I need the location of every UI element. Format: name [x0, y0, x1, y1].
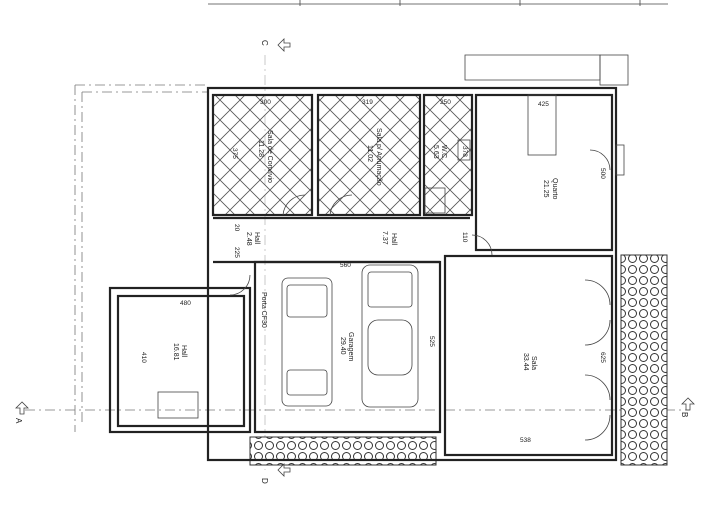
window [615, 144, 625, 176]
upper-floor-outline [74, 84, 208, 432]
room-hall-corridor-name: Hall [390, 233, 397, 246]
dim-250: 250 [440, 99, 451, 106]
room-hall-small-name: Hall [253, 232, 260, 245]
room-wc-name: W.C. [440, 145, 447, 160]
room-quarto-name: Quarto [551, 178, 558, 200]
room-convivio-name: Sala de Convívio [266, 130, 273, 183]
door-swings [229, 149, 611, 441]
bed [527, 94, 557, 156]
dim-110: 110 [461, 232, 468, 243]
paving-terrace [620, 254, 668, 466]
dim-480: 480 [180, 300, 191, 307]
room-sala-name: Sala [530, 356, 537, 370]
dim-500: 500 [599, 168, 606, 179]
section-marker-c: C [260, 38, 291, 52]
tiled-floor-arrumacao [318, 95, 420, 215]
room-hall-small-area: 2.48 [245, 232, 252, 246]
dim-425: 425 [538, 101, 549, 108]
dim-225: 225 [233, 247, 240, 258]
room-arrumacao-name: Sala p/ Arrumação [375, 128, 382, 186]
room-garagem-area: 29.40 [339, 337, 346, 355]
room-convivio-area: 11.28 [257, 140, 264, 157]
svg-text:D: D [260, 478, 269, 484]
room-garagem-name: Garagem [347, 332, 354, 361]
section-marker-a: A [14, 401, 29, 424]
dim-20: 20 [233, 224, 240, 232]
section-marker-b: B [680, 397, 695, 417]
dim-410: 410 [140, 352, 147, 363]
room-hall-left-name: Hall [180, 345, 187, 358]
room-arrumacao-area: 11.02 [366, 145, 373, 162]
dim-375: 375 [231, 148, 238, 159]
walls [108, 54, 629, 462]
room-quarto-area: 21.25 [542, 180, 549, 198]
dim-378: 378 [461, 146, 468, 157]
washbasin [457, 139, 471, 161]
tiled-floor-convivio [213, 95, 312, 215]
dim-560: 560 [340, 262, 351, 269]
shower-tray [424, 187, 446, 214]
dim-538: 538 [520, 437, 531, 444]
car-left [281, 277, 333, 407]
tiled-floor-wc [424, 95, 472, 215]
room-hall-corridor-area: 7.37 [381, 231, 388, 245]
room-hall-left-area: 16.81 [172, 343, 179, 361]
stairs [157, 391, 199, 419]
dim-525: 525 [428, 336, 435, 347]
section-marker-d: D [260, 463, 291, 484]
svg-text:C: C [260, 40, 269, 46]
room-wc-area: 5.63 [432, 145, 439, 159]
dim-319: 319 [362, 99, 373, 106]
svg-text:B: B [680, 412, 689, 417]
dim-300: 300 [260, 99, 271, 106]
svg-text:A: A [14, 418, 23, 424]
car-right [361, 264, 419, 408]
top-ruler [208, 0, 668, 6]
room-sala-area: 33.44 [522, 353, 529, 371]
door-label-cf30: Porta CF30 [260, 292, 267, 328]
dim-625: 625 [599, 352, 606, 363]
